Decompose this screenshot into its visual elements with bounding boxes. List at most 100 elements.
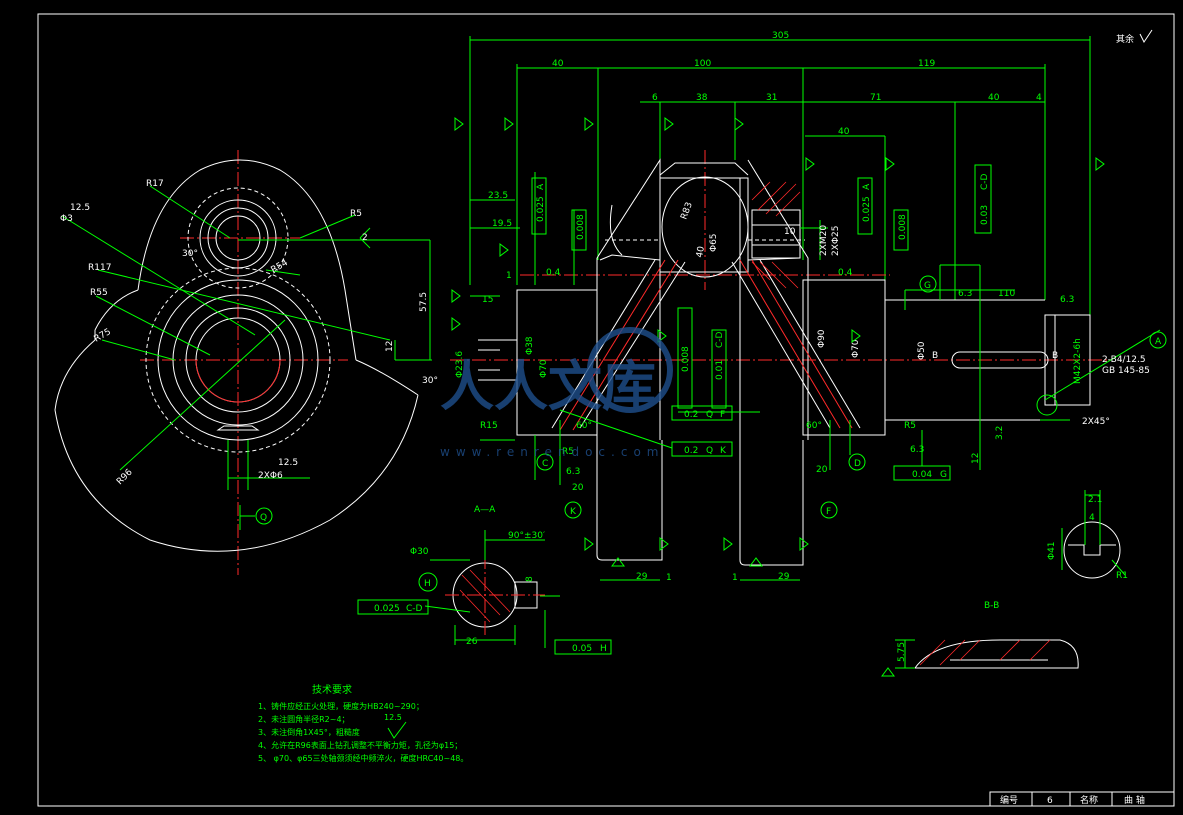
phi50-label: Φ50	[917, 341, 927, 360]
detail-dim-4: 4	[1089, 513, 1095, 523]
tol-a-frame-datum: C-D	[406, 604, 423, 614]
technical-requirements: 技术要求 1、铸件应经正火处理，硬度为HB240~290； 2、未注圆角半径R2…	[258, 683, 468, 763]
roughness-0-4-right: 0.4	[838, 268, 853, 278]
note-2: 2、未注圆角半径R2~4；	[258, 714, 350, 724]
angle-60-left: 60°	[576, 421, 592, 431]
r55-label: R55	[90, 288, 108, 298]
phi23-6-label: Φ23.6	[455, 351, 465, 378]
datum-k-label: K	[570, 507, 577, 517]
note-4: 4、允许在R96表面上钻孔调整不平衡力矩，孔径为φ15；	[258, 740, 462, 750]
phi30-label: Φ30	[410, 547, 429, 557]
phi38-label: Φ38	[525, 336, 535, 355]
dim-29-left: 29	[636, 572, 648, 582]
section-b-right: B	[1052, 351, 1058, 361]
roughness-6-3-d: 6.3	[910, 445, 924, 455]
tol-frame-1-datum-a: Q	[706, 410, 713, 420]
dim-19-5: 19.5	[492, 219, 512, 229]
r5-left-label: R5	[562, 447, 574, 457]
datum-a-label: A	[1155, 337, 1162, 347]
detail-view: 2.1 4 Φ41 R1	[1047, 490, 1128, 581]
dim-119: 119	[918, 59, 935, 69]
watermark-text: 人人文库	[440, 355, 656, 418]
tol-0-03: 0.03	[980, 205, 990, 225]
tol-frame-2-datum-a: Q	[706, 446, 713, 456]
section-hatching	[751, 181, 801, 289]
datum-c-bubble	[536, 453, 554, 471]
dim-20-right: 20	[816, 465, 828, 475]
phi70-right-label: Φ70	[851, 339, 861, 358]
roughness-6-3-a: 6.3	[958, 289, 972, 299]
datum-k-bubble	[564, 501, 582, 519]
tol-c-d-top: C-D	[980, 173, 990, 190]
tol-0-025-left: 0.025	[536, 196, 546, 222]
dim-1-bottom-right: 1	[732, 573, 738, 583]
oil-passage-lines	[551, 259, 861, 431]
angle-30-a: 30°	[182, 249, 198, 259]
angle-90-30: 90°±30′	[508, 531, 545, 541]
dim-305: 305	[772, 31, 789, 41]
dim-8: 8	[525, 576, 535, 582]
section-a-a: A—A 90°±30′ Φ30 8 26 H 0.025 C-D 0.05 H	[357, 505, 612, 655]
tol-frame-3-datum: G	[940, 470, 947, 480]
dim-4: 4	[1036, 93, 1042, 103]
title-value-number: 6	[1047, 796, 1053, 806]
angle-60-right: 60°	[806, 421, 822, 431]
datum-g-label: G	[924, 281, 931, 291]
roughness-6-3-c: 6.3	[566, 467, 580, 477]
detail-dim-2-1: 2.1	[1088, 495, 1102, 505]
tol-h-frame-datum: H	[600, 644, 607, 654]
datum-h-label: H	[424, 579, 431, 589]
dim-40-top-right: 40	[988, 93, 1000, 103]
front-dim-lines	[480, 164, 1161, 581]
dim-1-bottom-left: 1	[666, 573, 672, 583]
tol-c-d-vertical: C-D	[715, 331, 725, 348]
dim-20-left: 20	[572, 483, 584, 493]
tol-frame-2-datum-b: K	[720, 446, 727, 456]
r5-right-label: R5	[904, 421, 916, 431]
tol-0-025-right: 0.025	[862, 196, 872, 222]
section-bb-title: B-B	[984, 601, 999, 611]
roughness-symbols	[451, 117, 1105, 677]
thread-m42: M42X2-6h	[1073, 338, 1083, 384]
roughness-symbol	[1139, 29, 1153, 43]
watermark: 人人文库 www.renrendoc.com	[440, 327, 673, 459]
note-5: 5、 φ70、φ65三处轴颈须经中频淬火，硬度HRC40~48。	[258, 753, 468, 763]
dim-5-75: 5.75	[897, 642, 907, 662]
tol-a-frame-value: 0.025	[374, 604, 400, 614]
tol-frame-1-datum-b: F	[720, 410, 725, 420]
title-key-name: 名称	[1080, 794, 1098, 806]
other-roughness-label: 其余	[1116, 33, 1134, 45]
dim-40-vertical: 40	[695, 245, 707, 258]
dim-40-mid: 40	[838, 127, 850, 137]
dim-100: 100	[694, 59, 711, 69]
datum-q-bubble	[255, 507, 273, 525]
section-b-b: B-B 5.75	[895, 601, 1079, 669]
note-1: 1、铸件应经正火处理，硬度为HB240~290；	[258, 701, 424, 711]
hole-2xphi25: 2XΦ25	[831, 226, 841, 256]
r17-label: R17	[146, 179, 164, 189]
dim-12-left: 12	[385, 341, 395, 352]
dim-12-right: 12	[971, 453, 981, 464]
detail-circle	[1036, 394, 1058, 416]
dim-23-5: 23.5	[488, 191, 508, 201]
crankshaft-front-view	[450, 150, 1110, 566]
datum-d-label: D	[854, 459, 861, 469]
tol-0-01-vertical: 0.01	[715, 360, 725, 380]
dim-1: 1	[506, 271, 512, 281]
dim-57-5: 57.5	[419, 292, 429, 312]
datum-h-bubble	[418, 572, 438, 592]
r5-label: R5	[350, 209, 362, 219]
section-aa-title: A—A	[474, 505, 496, 515]
length-110: 110	[998, 289, 1015, 299]
outer-frame	[37, 13, 1175, 807]
datum-a-bubble	[1149, 331, 1167, 349]
tol-frame-2-value: 0.2	[684, 446, 698, 456]
r15-label: R15	[480, 421, 498, 431]
tol-frame-3-value: 0.04	[912, 470, 932, 480]
dim-15: 15	[482, 295, 493, 305]
top-dimension-lines	[469, 36, 1091, 320]
thread-2xm20: 2XM20	[819, 225, 829, 256]
r117-label: R117	[88, 263, 111, 273]
dim-71: 71	[870, 93, 881, 103]
